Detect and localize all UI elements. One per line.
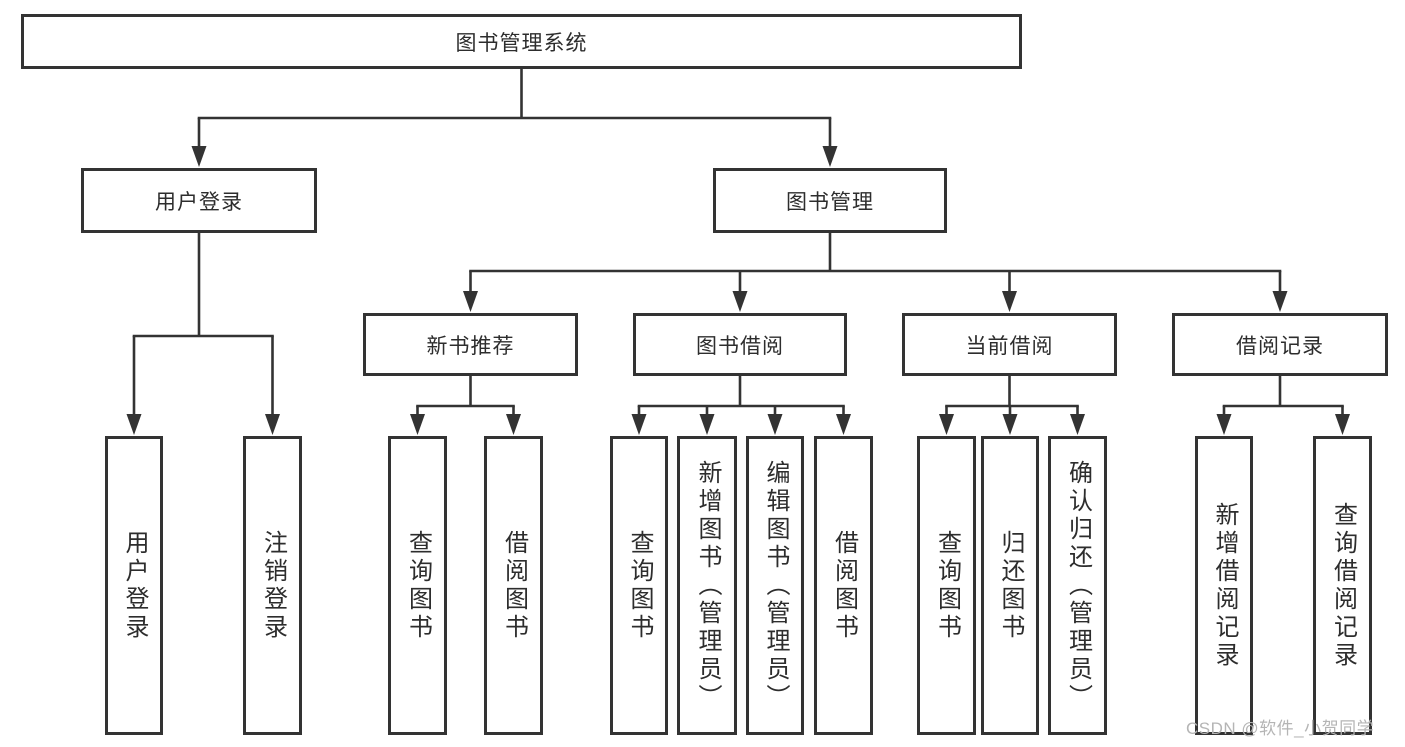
node-bb-borrow: 借阅图书 [814, 436, 873, 735]
node-label-borrow-record: 借阅记录 [1236, 334, 1324, 358]
node-label-user-login: 用户登录 [155, 190, 243, 214]
arrowhead-logout [265, 414, 280, 435]
arrowhead-bb-query [631, 414, 647, 435]
node-bb-query: 查询图书 [610, 436, 668, 735]
node-label-bb-query: 查询图书 [626, 529, 653, 642]
watermark-text: CSDN @软件_小贺同学 [1186, 719, 1375, 738]
node-label-new-book-rec: 新书推荐 [426, 334, 515, 358]
node-cb-return: 归还图书 [981, 436, 1039, 735]
node-user-login: 用户登录 [81, 168, 317, 233]
node-label-system: 图书管理系统 [455, 31, 588, 55]
arrowhead-bb-add [699, 414, 715, 435]
node-nb-query: 查询图书 [388, 436, 447, 735]
node-label-cb-query: 查询图书 [933, 529, 961, 642]
node-label-login: 用户登录 [121, 529, 148, 642]
node-borrow-record: 借阅记录 [1172, 313, 1388, 376]
node-label-current-borrow: 当前借阅 [965, 334, 1054, 358]
arrowhead-new-book-rec [463, 291, 478, 312]
arrowhead-br-add [1216, 414, 1232, 435]
arrowhead-nb-borrow [506, 414, 521, 435]
node-book-borrow: 图书借阅 [633, 313, 847, 376]
node-label-logout: 注销登录 [259, 529, 287, 642]
arrowhead-cb-return [1002, 414, 1018, 435]
arrowhead-nb-query [410, 414, 425, 435]
node-book-mgmt: 图书管理 [713, 168, 947, 233]
node-current-borrow: 当前借阅 [902, 313, 1117, 376]
node-cb-confirm: 确认归还（管理员） [1048, 436, 1107, 735]
arrowhead-cb-query [939, 414, 954, 435]
node-cb-query: 查询图书 [917, 436, 976, 735]
arrowhead-cb-confirm [1070, 414, 1085, 435]
arrowhead-user-login [191, 146, 207, 167]
arrowhead-book-borrow [732, 291, 748, 312]
node-label-bb-edit: 编辑图书（管理员） [762, 459, 789, 712]
node-bb-add: 新增图书（管理员） [677, 436, 737, 735]
node-label-bb-borrow: 借阅图书 [830, 529, 858, 642]
node-label-cb-return: 归还图书 [997, 529, 1024, 642]
node-label-book-mgmt: 图书管理 [786, 190, 874, 214]
arrowhead-bb-borrow [836, 414, 851, 435]
node-label-bb-add: 新增图书（管理员） [694, 459, 721, 712]
node-label-br-query: 查询借阅记录 [1329, 501, 1357, 670]
arrowhead-borrow-record [1272, 291, 1288, 312]
arrowhead-br-query [1335, 414, 1350, 435]
node-label-cb-confirm: 确认归还（管理员） [1064, 459, 1092, 712]
node-system: 图书管理系统 [21, 14, 1022, 69]
node-new-book-rec: 新书推荐 [363, 313, 578, 376]
node-label-book-borrow: 图书借阅 [696, 334, 784, 358]
arrowhead-current-borrow [1002, 291, 1017, 312]
node-bb-edit: 编辑图书（管理员） [746, 436, 804, 735]
node-nb-borrow: 借阅图书 [484, 436, 543, 735]
arrowhead-bb-edit [767, 414, 783, 435]
node-logout: 注销登录 [243, 436, 302, 735]
node-br-add: 新增借阅记录 [1195, 436, 1253, 735]
node-label-br-add: 新增借阅记录 [1211, 501, 1238, 670]
arrowhead-book-mgmt [822, 146, 838, 167]
node-br-query: 查询借阅记录 [1313, 436, 1372, 735]
node-label-nb-query: 查询图书 [404, 529, 432, 642]
node-login: 用户登录 [105, 436, 163, 735]
node-label-nb-borrow: 借阅图书 [500, 529, 528, 642]
arrowhead-login [126, 414, 142, 435]
